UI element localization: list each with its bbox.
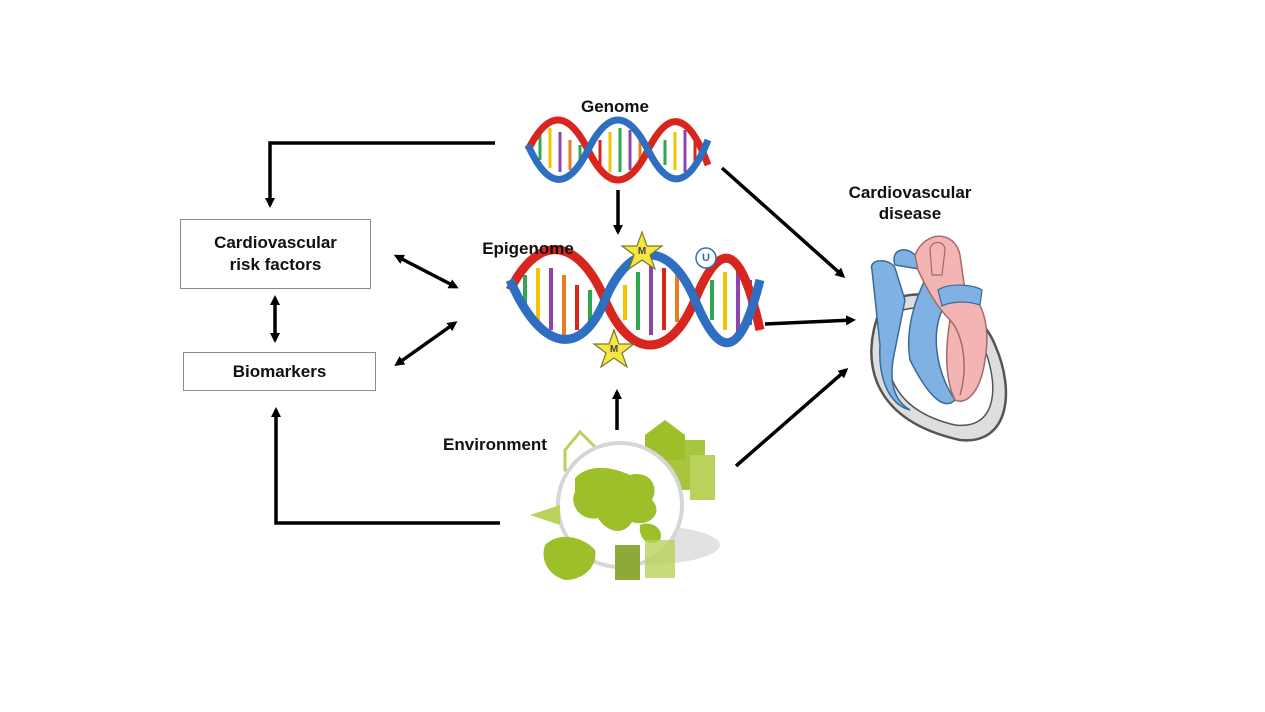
cardiovascular-disease-line1: Cardiovascular (848, 183, 972, 202)
arrow-genome-to-risk-factors (265, 141, 495, 208)
arrow-epigenome-to-disease (764, 315, 856, 326)
cardiovascular-disease-label: Cardiovascular disease (820, 182, 1000, 224)
environment-label: Environment (443, 435, 547, 454)
arrow-environment-to-biomarkers (271, 407, 500, 525)
heart-illustration (870, 235, 1008, 442)
arrow-risk-factors-epigenome-bidirectional (393, 254, 459, 289)
risk-factors-box: Cardiovascular risk factors (180, 219, 371, 289)
risk-factors-line2: risk factors (229, 255, 322, 274)
ubiquitin-letter: U (702, 252, 710, 264)
risk-factors-line1: Cardiovascular (214, 233, 337, 252)
ubiquitin-mark (695, 247, 717, 269)
methylation-star-bottom (592, 328, 636, 369)
methylation-star-top (620, 230, 664, 271)
cardiovascular-disease-line2: disease (878, 204, 942, 223)
arrow-environment-to-disease (734, 368, 849, 468)
arrow-biomarkers-epigenome-bidirectional (394, 321, 458, 367)
star-top-letter: M (637, 246, 647, 257)
genome-dna-helix (524, 116, 712, 184)
star-bottom-letter: M (609, 344, 619, 355)
arrow-genome-to-disease (720, 166, 846, 278)
environment-earth-illustration (530, 420, 720, 580)
epigenome-label: Epigenome (482, 239, 574, 258)
genome-label: Genome (580, 97, 650, 116)
biomarkers-box: Biomarkers (183, 352, 376, 391)
